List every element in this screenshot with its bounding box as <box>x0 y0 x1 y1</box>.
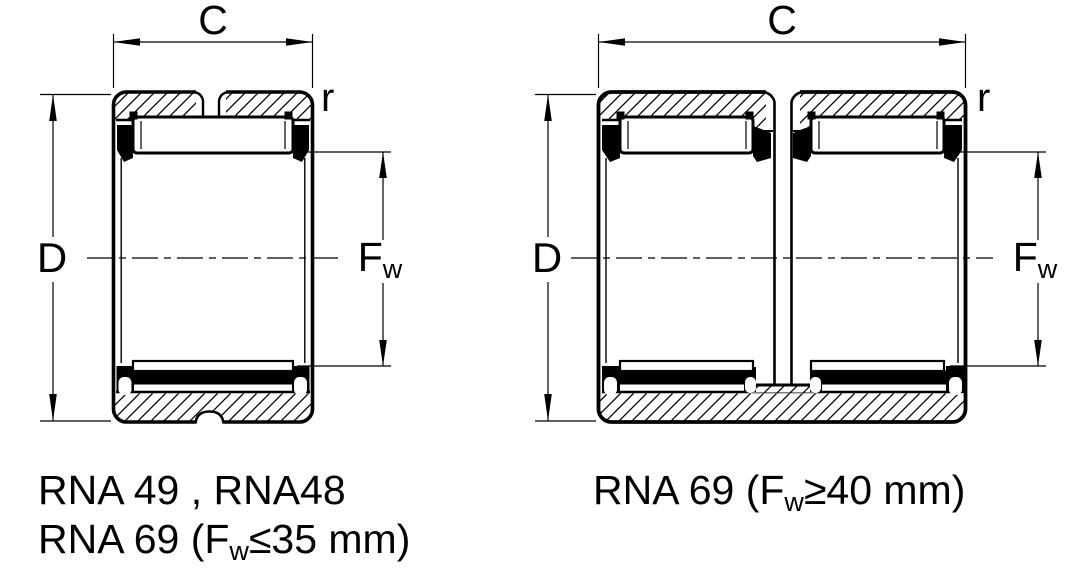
outer-ring-bottom-hatch <box>598 393 966 422</box>
dimension-c-left-drawing: C <box>112 0 314 88</box>
dimension-d-left-drawing: D <box>37 93 111 422</box>
bottom-notch <box>195 411 224 424</box>
label-r: r <box>321 76 334 120</box>
label-d: D <box>532 234 562 281</box>
cage-bar-bottom-row1 <box>612 370 753 385</box>
left-bearing-section: C r D Fw <box>37 0 403 424</box>
label-fw: Fw <box>1013 234 1058 284</box>
needle-cage-bottom-row2 <box>809 359 946 373</box>
needle-cage-top-row2 <box>809 115 946 155</box>
needle-cage-bottom <box>131 359 295 373</box>
cage-retainer-left <box>117 125 133 162</box>
needle-cage-top-row1 <box>618 115 755 155</box>
needle-cage-top <box>131 115 295 155</box>
dimension-fw-right-drawing: Fw <box>950 151 1058 367</box>
caption-left-line1: RNA 49 , RNA48 <box>38 467 346 513</box>
label-c: C <box>767 0 797 43</box>
cage-bar-bottom <box>133 370 293 385</box>
dimension-c-right-drawing: C <box>597 0 967 88</box>
cage-retainer-right <box>293 125 309 162</box>
caption-left-line2: RNA 69 (Fw≤35 mm) <box>38 516 411 566</box>
caption-left-bearing: RNA 49 , RNA48 RNA 69 (Fw≤35 mm) <box>38 466 410 570</box>
center-rib-bottom <box>748 385 818 393</box>
label-d: D <box>37 234 67 281</box>
caption-right-bearing: RNA 69 (Fw≥40 mm) <box>593 467 966 517</box>
needle-cage-bottom-row1 <box>618 359 755 373</box>
label-r: r <box>977 76 990 120</box>
drawing-canvas: C r D Fw <box>37 0 1058 424</box>
label-c: C <box>198 0 228 43</box>
label-fw: Fw <box>358 234 403 284</box>
cage-bar-bottom-row2 <box>811 370 952 385</box>
dimension-fw-left-drawing: Fw <box>297 151 403 367</box>
dimension-d-right-drawing: D <box>532 93 596 422</box>
right-bearing-section: C r D Fw <box>532 0 1058 424</box>
